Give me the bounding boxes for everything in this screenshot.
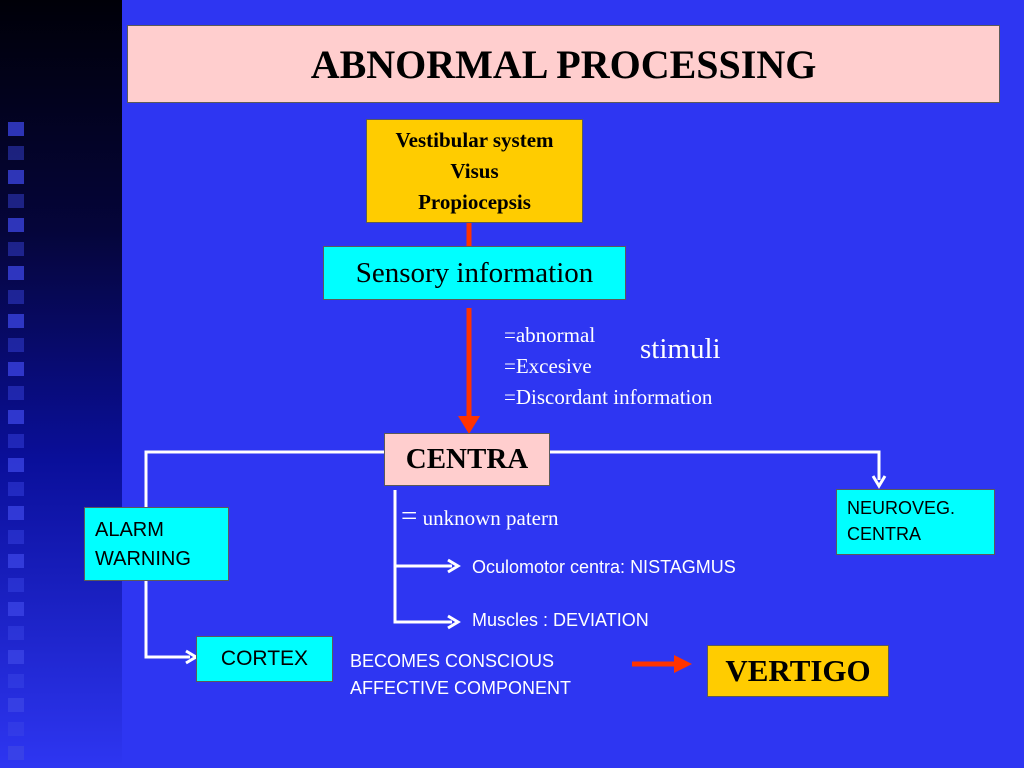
alarm-line-2: WARNING [95,548,191,570]
centra-box: CENTRA [384,433,550,486]
muscles-arrowhead [447,614,461,630]
neuroveg-arrowhead [871,475,887,489]
sources-box: Vestibular system Visus Propiocepsis [366,119,583,223]
decorative-square [8,626,24,640]
cortex-box: CORTEX [196,636,333,682]
alarm-to-cortex-line [144,581,190,659]
decorative-square [8,290,24,304]
centra-label: CENTRA [405,443,529,475]
title-box: ABNORMAL PROCESSING [127,25,1000,103]
decorative-square [8,170,24,184]
alarm-warning-box: ALARM WARNING [84,507,229,581]
stimuli-item-excesive: =Excesive [504,354,592,378]
sensory-to-centra-arrowhead [458,416,480,434]
source-propiocepsis: Propiocepsis [418,189,531,214]
unknown-pattern-text: = unknown patern [401,500,559,533]
unknown-pattern-label: unknown patern [417,506,559,530]
decorative-square [8,146,24,160]
decorative-square [8,578,24,592]
source-visus: Visus [450,158,499,183]
unknown-equals-sign: = [401,500,418,532]
decorative-square [8,530,24,544]
decorative-square [8,338,24,352]
vertigo-box: VERTIGO [707,645,889,697]
decorative-square [8,386,24,400]
sensory-information-label: Sensory information [355,256,594,289]
decorative-square [8,242,24,256]
neuroveg-line-2: CENTRA [847,524,922,544]
decorative-square [8,218,24,232]
decorative-square [8,362,24,376]
stimuli-item-discordant: =Discordant information [504,385,713,409]
decorative-square [8,554,24,568]
decorative-square [8,722,24,736]
source-vestibular: Vestibular system [395,127,554,152]
decorative-square [8,122,24,136]
decorative-square [8,602,24,616]
muscles-text: Muscles : DEVIATION [472,610,649,630]
page-title: ABNORMAL PROCESSING [310,41,817,87]
conscious-line-1: BECOMES CONSCIOUS [350,651,555,671]
decorative-square [8,506,24,520]
decorative-square [8,410,24,424]
decorative-square [8,650,24,664]
alarm-line-1: ALARM [95,519,164,541]
decorative-square [8,698,24,712]
stimuli-list: =abnormal =Excesive =Discordant informat… [504,320,712,413]
oculomotor-text: Oculomotor centra: NISTAGMUS [472,557,736,577]
sensory-information-box: Sensory information [323,246,626,300]
decorative-square [8,266,24,280]
neuroveg-line-1: NEUROVEG. [847,498,956,518]
cortex-label: CORTEX [220,647,309,670]
conscious-to-vertigo-arrowhead [674,655,692,673]
decorative-square [8,482,24,496]
centra-to-neuroveg-line [550,450,881,480]
decorative-square [8,746,24,760]
oculomotor-arrowhead [447,558,461,574]
vertigo-label: VERTIGO [725,653,871,688]
centra-branch-line [393,490,452,624]
decorative-square [8,434,24,448]
stimuli-word: stimuli [640,333,721,365]
centra-to-alarm-line [144,450,384,507]
conscious-text: BECOMES CONSCIOUS AFFECTIVE COMPONENT [350,648,571,702]
decorative-square [8,194,24,208]
stimuli-item-abnormal: =abnormal [504,323,596,347]
conscious-line-2: AFFECTIVE COMPONENT [350,678,572,698]
neuroveg-centra-box: NEUROVEG. CENTRA [836,489,995,555]
decorative-square [8,314,24,328]
decorative-square [8,458,24,472]
decorative-square [8,674,24,688]
